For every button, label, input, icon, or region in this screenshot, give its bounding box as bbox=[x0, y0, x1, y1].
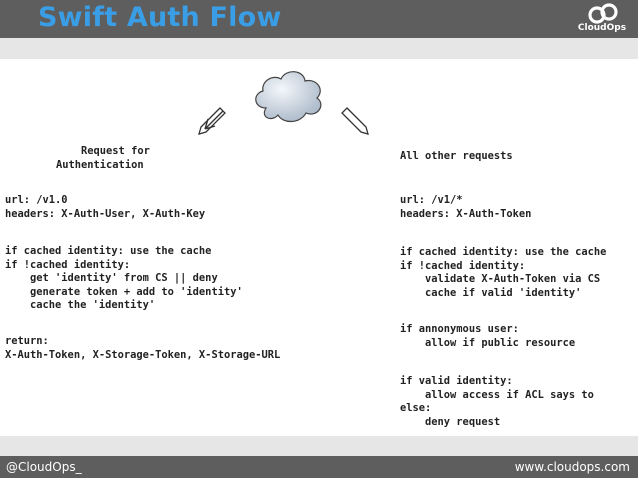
right-heading: All other requests bbox=[400, 150, 513, 162]
right-valid-identity-logic: if valid identity: allow access if ACL s… bbox=[400, 375, 594, 428]
left-request-info: url: /v1.0 headers: X-Auth-User, X-Auth-… bbox=[5, 194, 206, 220]
right-cache-logic: if cached identity: use the cache if !ca… bbox=[400, 246, 607, 299]
cloud-icon bbox=[255, 71, 322, 123]
cloudops-logo: CloudOps bbox=[574, 3, 630, 36]
bottom-band bbox=[0, 436, 638, 456]
twitter-handle: @CloudOps_ bbox=[6, 460, 82, 474]
arrow-down-left-icon bbox=[198, 107, 226, 135]
slide-header: Swift Auth Flow CloudOps bbox=[0, 0, 638, 38]
left-return-info: return: X-Auth-Token, X-Storage-Token, X… bbox=[5, 335, 281, 361]
auth-diagram bbox=[180, 62, 380, 144]
website-url: www.cloudops.com bbox=[514, 460, 630, 474]
left-cache-logic: if cached identity: use the cache if !ca… bbox=[5, 245, 243, 311]
cloudops-logo-icon bbox=[588, 3, 618, 24]
slide-footer: @CloudOps_ www.cloudops.com bbox=[0, 456, 638, 478]
top-band bbox=[0, 38, 638, 59]
right-request-info: url: /v1/* headers: X-Auth-Token bbox=[400, 194, 532, 220]
logo-text: CloudOps bbox=[577, 23, 627, 33]
right-anonymous-logic: if annonymous user: allow if public reso… bbox=[400, 323, 576, 349]
slide-title: Swift Auth Flow bbox=[38, 2, 282, 33]
left-heading: Request for Authentication bbox=[56, 145, 150, 171]
arrow-down-right-icon bbox=[341, 107, 369, 135]
